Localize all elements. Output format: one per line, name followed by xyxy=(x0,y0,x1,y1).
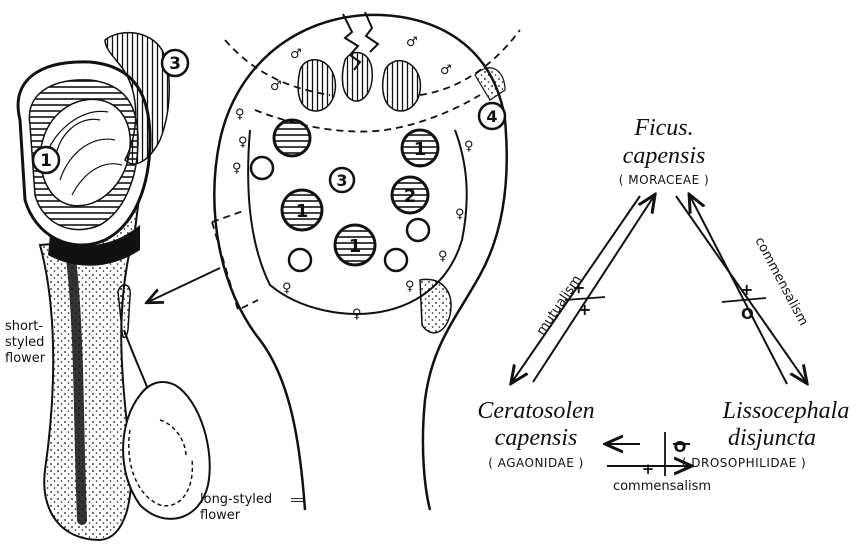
wasp-species-label: Ceratosolen capensis ( AGAONIDAE ) xyxy=(477,398,594,470)
section-marker-3: 3 xyxy=(330,168,354,192)
male-symbol: ♂ xyxy=(440,63,452,78)
female-symbol: ♀ xyxy=(238,135,248,150)
long-styled-label: long-styled flower xyxy=(200,492,276,523)
mutualism-sign-bottom: + xyxy=(578,300,591,319)
female-symbol: ♀ xyxy=(464,139,474,154)
fig-species-label: Ficus. capensis ( MORACEAE ) xyxy=(619,115,709,187)
svg-text:1: 1 xyxy=(40,151,52,171)
gall-marker-1c: 1 xyxy=(349,236,362,257)
left-marker-1: 1 xyxy=(33,147,59,173)
short-styled-label: short- styled flower xyxy=(5,319,49,366)
male-symbol: ♂ xyxy=(270,79,282,94)
fly-species-label: Lissocephala disjuncta ( DROSOPHILIDAE ) xyxy=(682,398,850,470)
gall-marker-2: 2 xyxy=(404,186,417,207)
svg-text:3: 3 xyxy=(336,171,347,190)
svg-text:( AGAONIDAE ): ( AGAONIDAE ) xyxy=(488,456,584,470)
female-symbol: ♀ xyxy=(438,249,448,264)
section-marker-4: 4 xyxy=(479,103,505,129)
male-symbol: ♂ xyxy=(290,47,302,62)
svg-text:disjuncta: disjuncta xyxy=(728,425,816,451)
female-symbol: ♀ xyxy=(352,307,362,322)
female-symbol: ♀ xyxy=(235,107,245,122)
svg-text:Ceratosolen: Ceratosolen xyxy=(477,398,594,424)
svg-text:3: 3 xyxy=(169,54,181,74)
bottom-commensalism-label: commensalism xyxy=(613,479,711,494)
gall-marker-1b: 1 xyxy=(414,139,427,160)
female-symbol: ♀ xyxy=(232,161,242,176)
female-symbol: ♀ xyxy=(282,281,292,296)
fig-section-drawing xyxy=(212,12,520,510)
pointer-arrow xyxy=(148,268,220,302)
gall-marker-1a: 1 xyxy=(296,201,309,222)
svg-text:Lissocephala: Lissocephala xyxy=(722,398,850,424)
mutualism-sign-top: + xyxy=(572,278,585,297)
svg-text:capensis: capensis xyxy=(623,143,706,169)
right-commensalism-label: commensalism xyxy=(751,235,810,329)
bottom-sign-right: O xyxy=(674,438,687,456)
svg-text:( DROSOPHILIDAE ): ( DROSOPHILIDAE ) xyxy=(682,456,806,470)
svg-text:( MORACEAE ): ( MORACEAE ) xyxy=(619,173,709,187)
svg-text:4: 4 xyxy=(486,107,497,126)
right-sign-top: + xyxy=(740,280,753,299)
bottom-sign-left: + xyxy=(642,460,655,478)
right-sign-bottom: O xyxy=(741,305,754,323)
female-symbol: ♀ xyxy=(405,279,415,294)
female-symbol: ♀ xyxy=(455,207,465,222)
svg-text:capensis: capensis xyxy=(495,425,578,451)
left-marker-3: 3 xyxy=(162,50,188,76)
male-symbol: ♂ xyxy=(406,35,418,50)
svg-text:Ficus.: Ficus. xyxy=(633,115,693,141)
